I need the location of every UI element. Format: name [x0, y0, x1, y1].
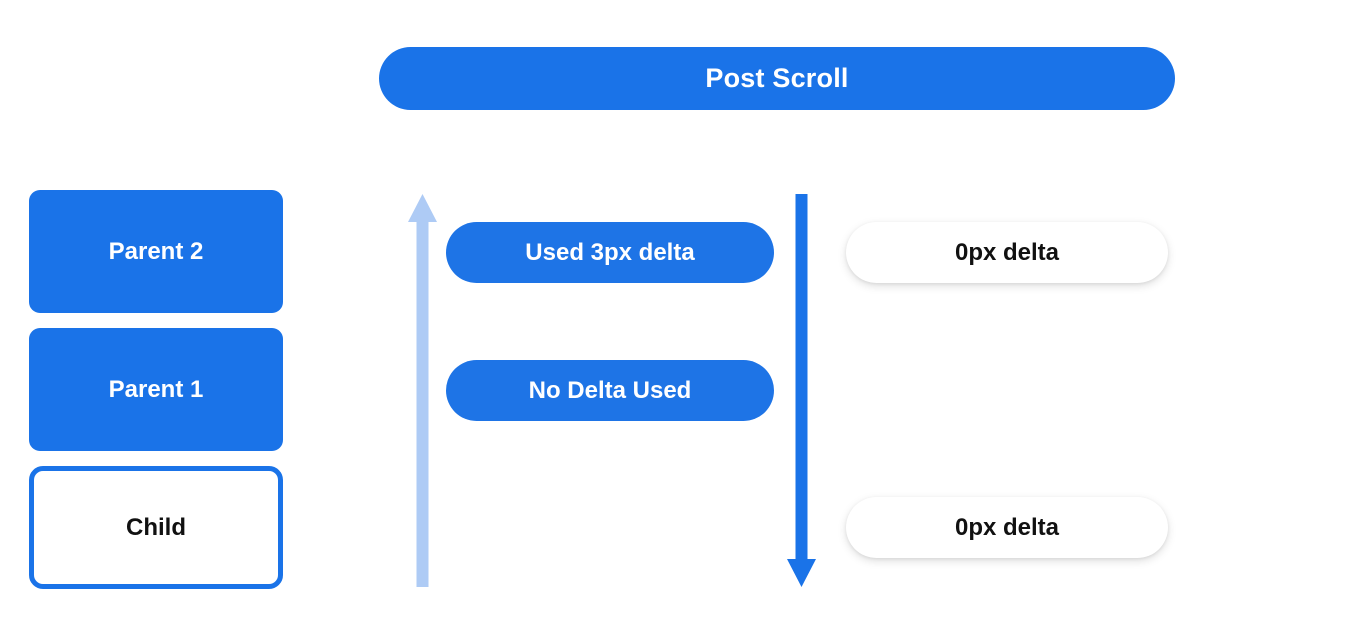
page-title: Post Scroll — [705, 63, 849, 93]
delta-pill-label: No Delta Used — [528, 376, 692, 404]
result-pill-top: 0px delta — [846, 222, 1168, 283]
stack-box-label: Parent 2 — [108, 237, 204, 265]
header-pill: Post Scroll — [379, 47, 1175, 110]
result-pill-label: 0px delta — [954, 238, 1060, 266]
result-pill-bottom: 0px delta — [846, 497, 1168, 558]
stack-box-label: Child — [126, 513, 186, 541]
delta-pill-label: Used 3px delta — [525, 238, 695, 266]
delta-pill-used-3px: Used 3px delta — [446, 222, 774, 283]
stack-box-child: Child — [29, 466, 283, 589]
result-pill-label: 0px delta — [954, 513, 1060, 541]
scroll-down-arrow — [787, 194, 816, 587]
scroll-up-arrow — [408, 194, 437, 587]
delta-pill-no-delta: No Delta Used — [446, 360, 774, 421]
stack-box-parent-1: Parent 1 — [29, 328, 283, 451]
stack-box-label: Parent 1 — [108, 375, 204, 403]
stack-box-parent-2: Parent 2 — [29, 190, 283, 313]
